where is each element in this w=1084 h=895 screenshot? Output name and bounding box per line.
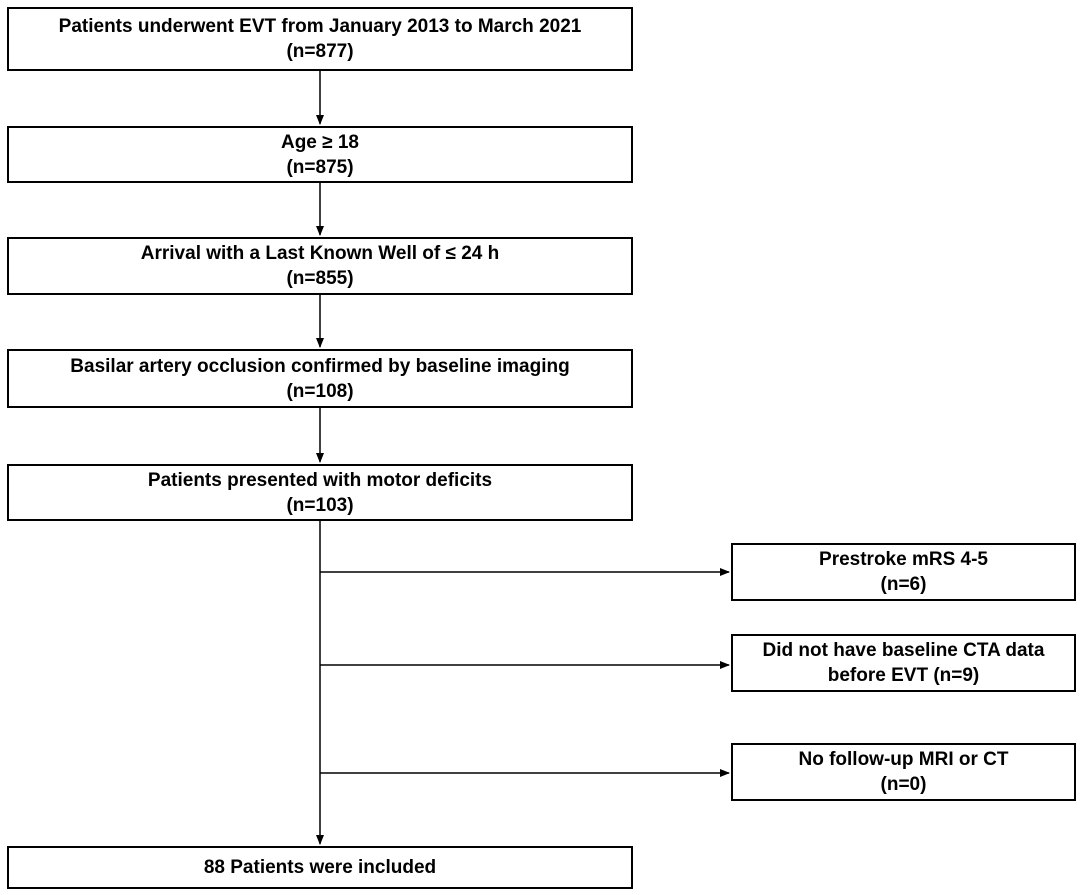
exclusion-no-cta-line1: Did not have baseline CTA data — [762, 640, 1045, 661]
box-total-evt-title: Patients underwent EVT from January 2013… — [58, 16, 582, 37]
box-arrival: Arrival with a Last Known Well of ≤ 24 h… — [7, 237, 633, 295]
box-total-evt-count: (n=877) — [286, 41, 354, 62]
box-basilar-title: Basilar artery occlusion confirmed by ba… — [70, 355, 570, 377]
exclusion-no-followup-count: (n=0) — [880, 774, 927, 795]
box-motor-deficits-count: (n=103) — [286, 494, 354, 516]
box-arrival-count: (n=855) — [286, 268, 354, 289]
exclusion-no-followup-title: No follow-up MRI or CT — [798, 749, 1009, 770]
box-age-count: (n=875) — [286, 156, 354, 178]
exclusion-box-prestroke: Prestroke mRS 4-5 (n=6) — [731, 543, 1076, 601]
box-age: Age ≥ 18 (n=875) — [7, 126, 633, 183]
box-basilar: Basilar artery occlusion confirmed by ba… — [7, 349, 633, 408]
exclusion-no-cta-line2: before EVT (n=9) — [827, 665, 980, 686]
box-total-evt: Patients underwent EVT from January 2013… — [7, 7, 633, 71]
exclusion-prestroke-count: (n=6) — [880, 574, 927, 595]
final-included-title: 88 Patients were included — [203, 857, 437, 878]
box-arrival-title: Arrival with a Last Known Well of ≤ 24 h — [140, 243, 500, 264]
exclusion-box-no-cta: Did not have baseline CTA data before EV… — [731, 634, 1076, 692]
box-age-title: Age ≥ 18 — [280, 131, 359, 153]
box-motor-deficits-title: Patients presented with motor deficits — [147, 469, 493, 491]
box-basilar-count: (n=108) — [286, 380, 354, 402]
box-final-included: 88 Patients were included — [7, 846, 633, 889]
box-motor-deficits: Patients presented with motor deficits (… — [7, 464, 633, 521]
exclusion-prestroke-title: Prestroke mRS 4-5 — [819, 549, 988, 570]
exclusion-box-no-followup: No follow-up MRI or CT (n=0) — [731, 743, 1076, 801]
